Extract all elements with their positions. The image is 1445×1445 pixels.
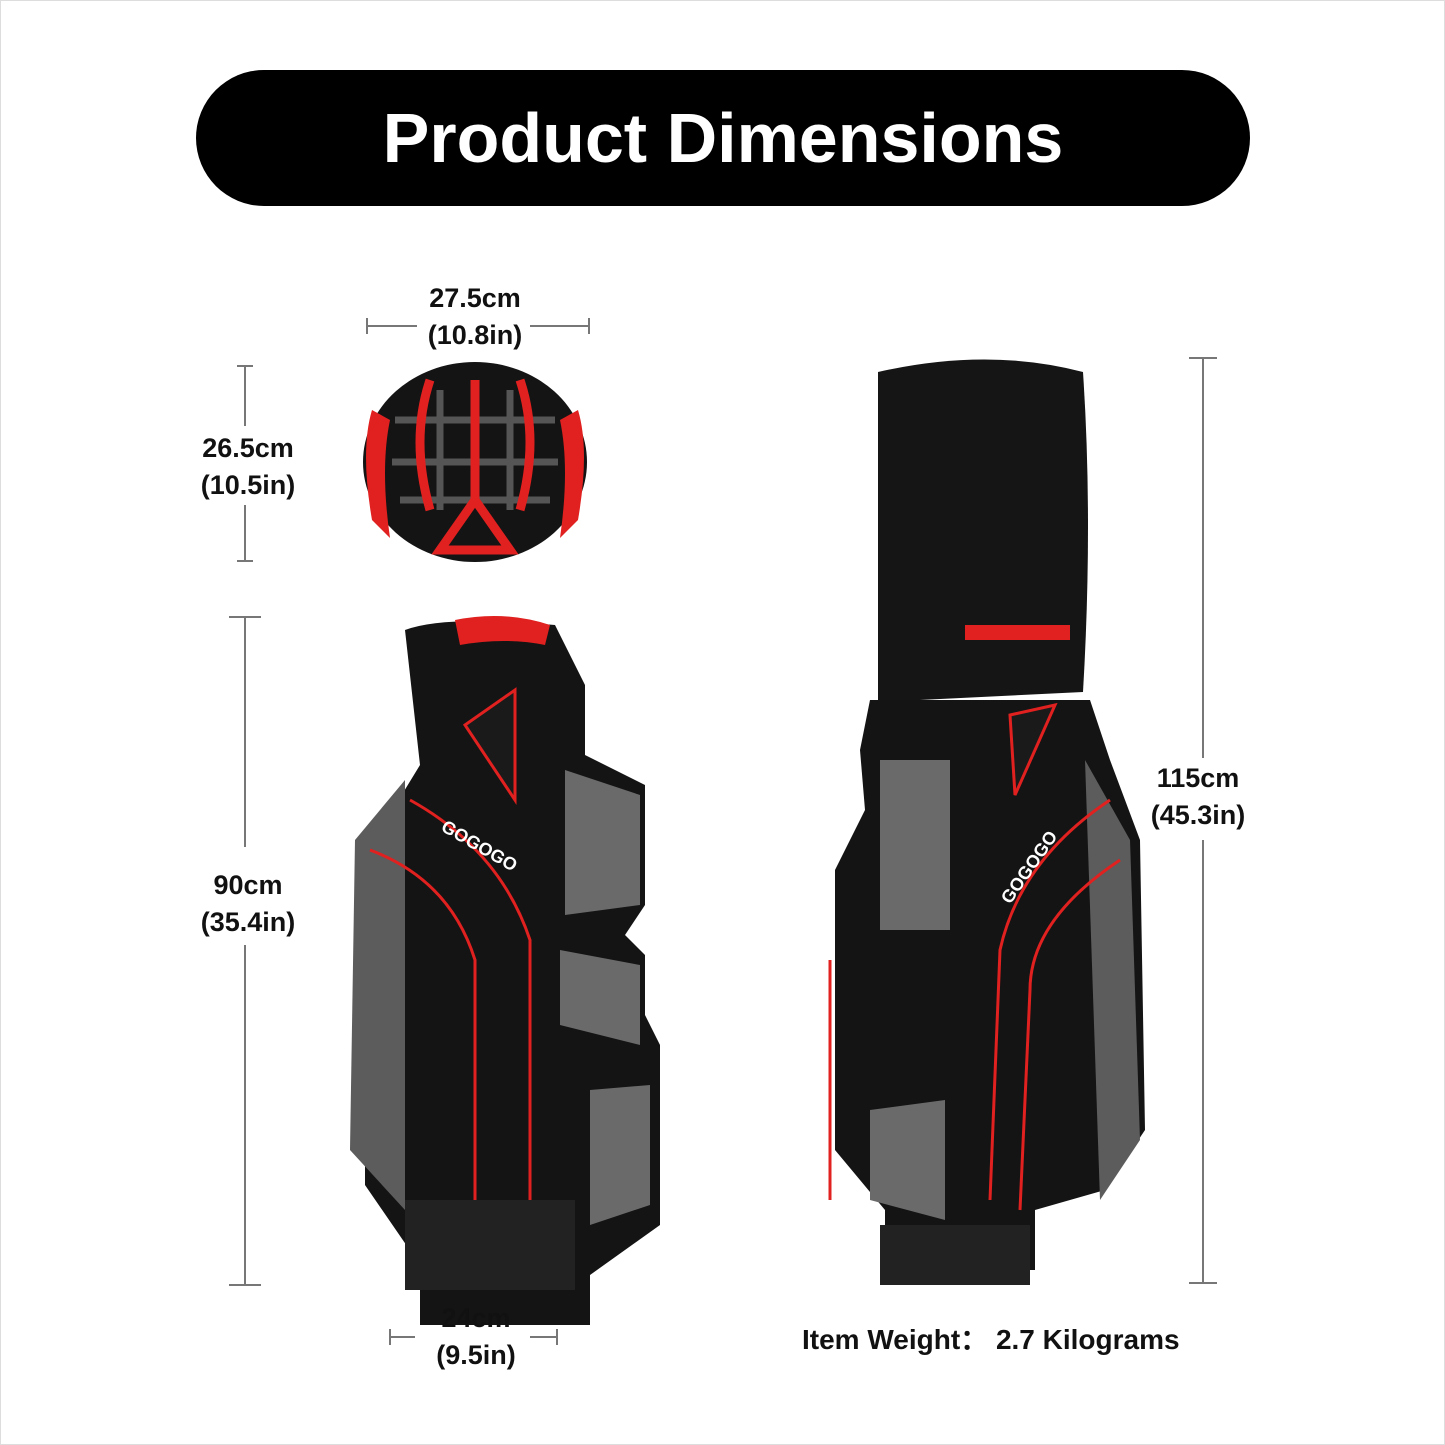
- top-width-in: (10.8in): [427, 320, 523, 350]
- base-width-cm: 24cm: [441, 1303, 511, 1333]
- page-title: Product Dimensions: [382, 99, 1064, 177]
- base-width-in: (9.5in): [436, 1340, 516, 1370]
- base-width-line: [389, 1329, 558, 1345]
- cover-height-label: 115cm (45.3in): [1151, 760, 1246, 834]
- top-width-line: [366, 318, 590, 334]
- top-width-label: 27.5cm (10.8in): [428, 280, 523, 354]
- cover-height-line: [1189, 357, 1217, 1284]
- cart-bag: GOGOGO: [350, 616, 660, 1325]
- top-depth-cm: 26.5cm: [202, 433, 294, 463]
- top-depth-in: (10.5in): [200, 470, 296, 500]
- top-width-cm: 27.5cm: [429, 283, 521, 313]
- cart-height-label: 90cm (35.4in): [201, 867, 296, 941]
- weight-value: 2.7 Kilograms: [995, 1324, 1180, 1355]
- cart-height-line: [229, 616, 261, 1286]
- base-width-label: 24cm (9.5in): [436, 1300, 516, 1374]
- cover-height-cm: 115cm: [1156, 763, 1240, 793]
- top-depth-line: [237, 365, 253, 562]
- bag-with-rain-cover: GOGOGO: [828, 359, 1145, 1285]
- top-depth-label: 26.5cm (10.5in): [201, 430, 296, 504]
- cart-height-in: (35.4in): [200, 907, 296, 937]
- cart-height-cm: 90cm: [213, 870, 283, 900]
- bag-top-view: [363, 362, 587, 562]
- dimension-lines: [229, 318, 1217, 1345]
- title-banner: Product Dimensions: [196, 70, 1250, 206]
- cover-height-in: (45.3in): [1150, 800, 1246, 830]
- item-weight: Item Weight： 2.7 Kilograms: [802, 1318, 1180, 1358]
- weight-label: Item Weight：: [802, 1324, 989, 1355]
